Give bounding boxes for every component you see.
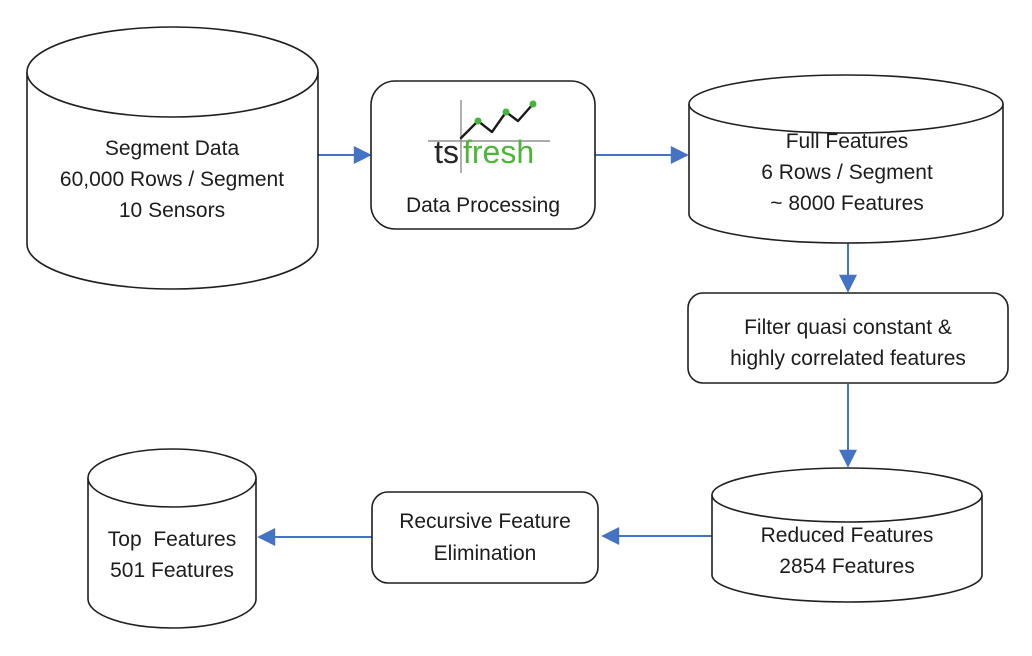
data-processing-box <box>370 80 596 230</box>
rfe-box <box>371 491 599 584</box>
full-features-line-2: 6 Rows / Segment <box>761 161 933 184</box>
full-features-line-1: Full Features <box>786 130 909 153</box>
tsfresh-logo-dot-2 <box>502 108 510 116</box>
node-filter: Filter quasi constant & highly correlate… <box>687 292 1009 384</box>
reduced-features-line-1: Reduced Features <box>761 524 934 547</box>
full-features-cylinder-body <box>688 104 1004 244</box>
segment-data-line-3: 10 Sensors <box>119 199 225 222</box>
tsfresh-logo-dot-3 <box>529 100 537 108</box>
rfe-line-2: Elimination <box>434 542 537 565</box>
filter-box <box>687 292 1009 384</box>
segment-data-cylinder-top <box>26 26 319 118</box>
top-features-line-2: 501 Features <box>110 559 234 582</box>
reduced-features-cylinder-body <box>711 495 983 603</box>
node-segment-data: Segment Data 60,000 Rows / Segment 10 Se… <box>26 26 319 290</box>
data-processing-label: Data Processing <box>406 194 560 217</box>
top-features-cylinder-body <box>87 478 257 629</box>
full-features-line-3: ~ 8000 Features <box>770 192 924 215</box>
top-features-cylinder-top <box>87 448 257 508</box>
node-data-processing: ts fresh Data Processing <box>370 80 596 230</box>
edges <box>257 146 857 546</box>
full-features-cylinder-top <box>688 74 1004 134</box>
node-full-features: Full Features 6 Rows / Segment ~ 8000 Fe… <box>688 74 1004 244</box>
tsfresh-logo: ts fresh <box>428 100 550 173</box>
segment-data-line-1: Segment Data <box>105 137 240 160</box>
tsfresh-logo-sparkline <box>459 102 535 140</box>
tsfresh-logo-dot-1 <box>474 117 482 125</box>
node-top-features: Top Features 501 Features <box>87 448 257 629</box>
node-rfe: Recursive Feature Elimination <box>371 491 599 584</box>
rfe-line-1: Recursive Feature <box>399 510 571 533</box>
filter-line-1: Filter quasi constant & <box>744 316 952 339</box>
top-features-line-1: Top Features <box>108 528 236 551</box>
tsfresh-logo-text-ts: ts <box>434 134 459 170</box>
segment-data-cylinder-body <box>26 72 319 290</box>
tsfresh-logo-text-fresh: fresh <box>463 134 534 170</box>
reduced-features-cylinder-top <box>711 467 983 523</box>
segment-data-line-2: 60,000 Rows / Segment <box>60 168 284 191</box>
reduced-features-line-2: 2854 Features <box>779 555 914 578</box>
node-reduced-features: Reduced Features 2854 Features <box>711 467 983 603</box>
filter-line-2: highly correlated features <box>730 347 966 370</box>
